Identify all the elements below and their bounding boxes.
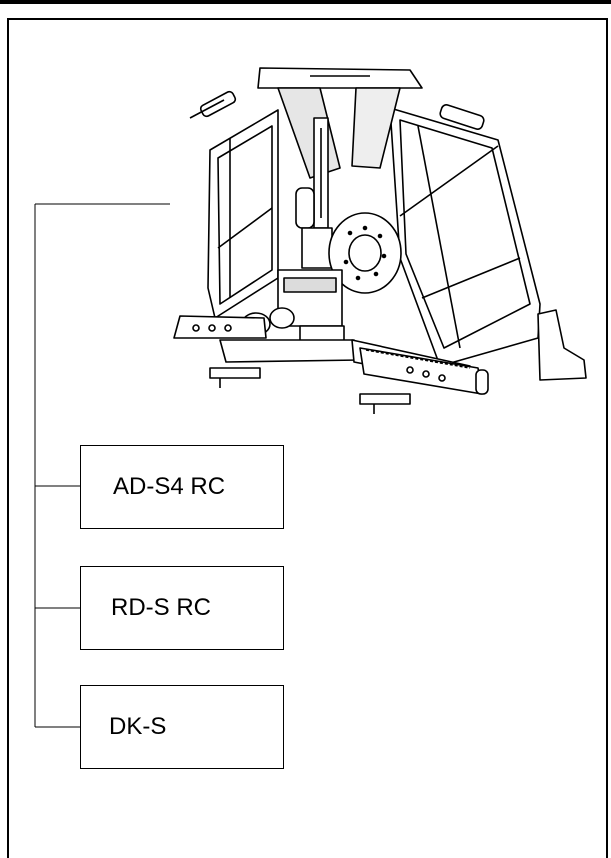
page-frame bbox=[7, 18, 608, 858]
header-rule bbox=[0, 0, 611, 4]
model-label: DK-S bbox=[109, 713, 167, 740]
model-label: RD-S RC bbox=[111, 594, 211, 621]
model-box-rd-s-rc: RD-S RC bbox=[80, 566, 284, 650]
machine-illustration bbox=[173, 67, 587, 414]
model-box-dk-s: DK-S bbox=[80, 685, 284, 769]
model-label: AD-S4 RC bbox=[113, 473, 226, 500]
model-box-ad-s4-rc: AD-S4 RC bbox=[80, 445, 284, 529]
